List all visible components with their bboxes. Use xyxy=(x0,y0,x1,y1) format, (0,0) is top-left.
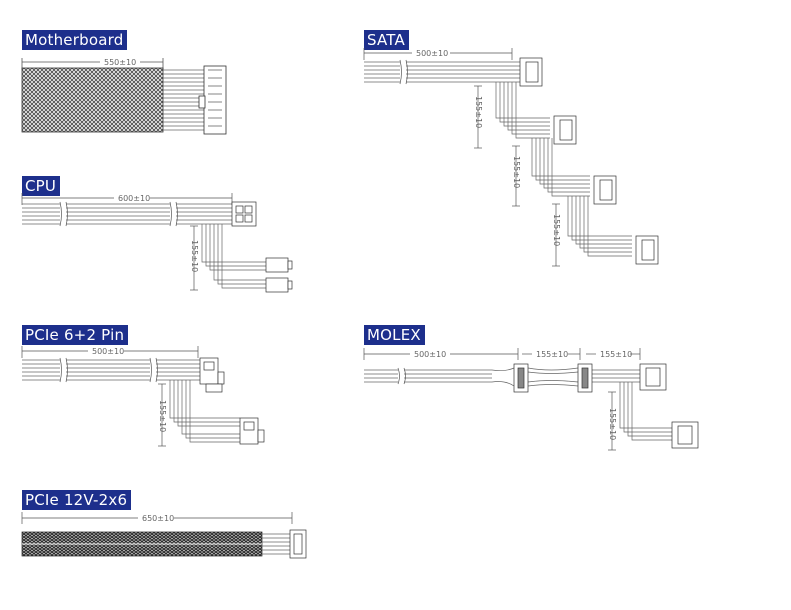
cpu-length-dim: 600±10 xyxy=(118,194,150,203)
pcie-6-2-cable xyxy=(21,346,265,447)
molex-segment1-dim: 155±10 xyxy=(536,350,568,359)
pcie-6-2-length-dim: 500±10 xyxy=(92,347,124,356)
cpu-label: CPU xyxy=(22,176,61,196)
pcie-12v-2x6-length-dim: 650±10 xyxy=(142,514,174,523)
pcie-12v-2x6-label: PCIe 12V-2x6 xyxy=(22,490,132,510)
molex-segment2-dim: 155±10 xyxy=(600,350,632,359)
sata-branch2-dim: 155±10 xyxy=(512,156,521,188)
motherboard-cable xyxy=(21,58,227,135)
sata-branch1-dim: 155±10 xyxy=(474,96,483,128)
pcie-12v-2x6-cable xyxy=(21,512,307,559)
cpu-cable xyxy=(21,193,293,293)
sata-length-dim: 500±10 xyxy=(416,49,448,58)
pcie-6-2-branch-dim: 155±10 xyxy=(158,400,167,432)
molex-branch-dim: 155±10 xyxy=(608,408,617,440)
sata-cable xyxy=(363,48,659,267)
molex-cable xyxy=(363,348,699,451)
sata-branch3-dim: 155±10 xyxy=(552,214,561,246)
sata-label: SATA xyxy=(364,30,409,50)
molex-label: MOLEX xyxy=(364,325,425,345)
motherboard-label: Motherboard xyxy=(22,30,128,50)
molex-length-dim: 500±10 xyxy=(414,350,446,359)
motherboard-length-dim: 550±10 xyxy=(104,58,136,67)
cpu-branch-dim: 155±10 xyxy=(190,240,199,272)
pcie-6-2-pin-label: PCIe 6+2 Pin xyxy=(22,325,129,345)
